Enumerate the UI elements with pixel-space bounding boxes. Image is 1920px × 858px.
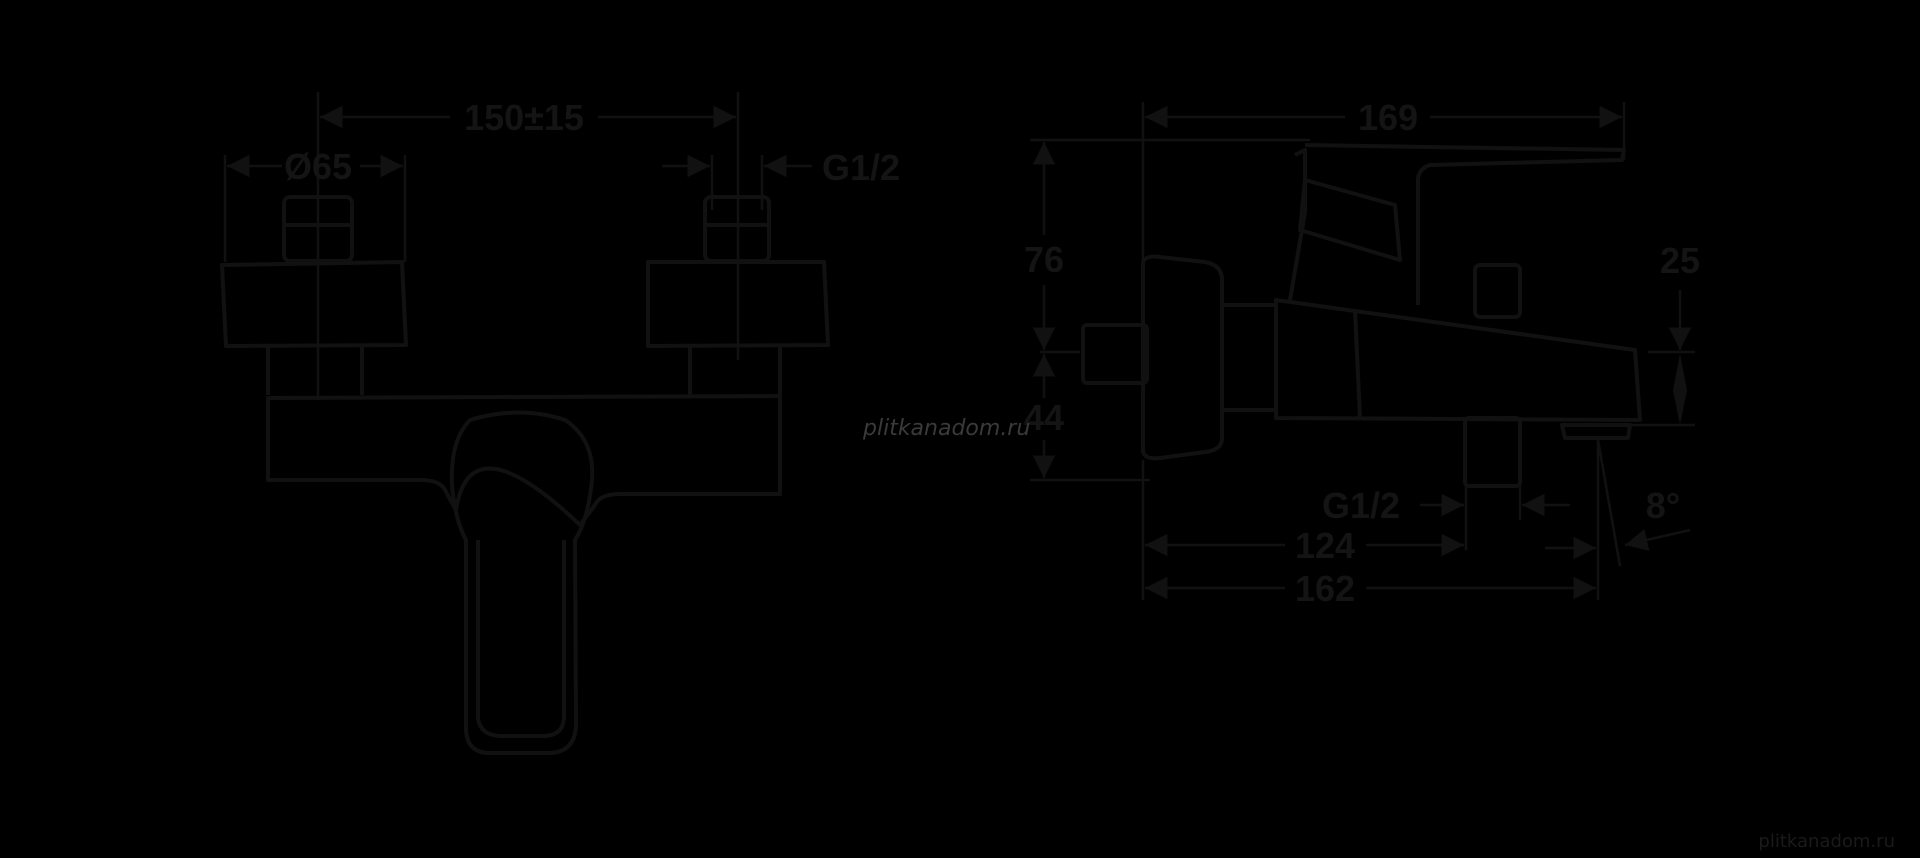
side-body-neck	[1222, 303, 1278, 412]
side-lever-joint	[1298, 178, 1402, 262]
lever-handle	[449, 410, 595, 755]
dim-diameter-label: Ø65	[284, 146, 352, 187]
diverter-knob	[1473, 263, 1522, 319]
watermark-corner: plitkanadom.ru	[1758, 831, 1895, 852]
dim-thread-label-side: G1/2	[1322, 485, 1400, 526]
dim-124-label: 124	[1295, 525, 1355, 566]
lever-handle-inner	[476, 540, 566, 738]
side-cartridge	[1288, 148, 1307, 301]
dim-line-angle-right	[1624, 528, 1691, 551]
dim-angle-label: 8°	[1646, 485, 1680, 526]
side-body-spout	[1274, 298, 1642, 422]
right-escutcheon	[646, 260, 830, 348]
side-escutcheon	[1141, 254, 1224, 461]
outlet-stub	[1463, 416, 1522, 488]
angle-line	[1596, 439, 1622, 567]
dim-169-label: 169	[1358, 97, 1418, 138]
aerator	[1560, 423, 1632, 440]
dim-162-label: 162	[1295, 568, 1355, 609]
side-lever	[1304, 143, 1626, 305]
dim-44-label: 44	[1024, 397, 1064, 438]
dim-spacing-label: 150±15	[464, 97, 584, 138]
watermark-center: plitkanadom.ru	[862, 416, 1030, 441]
mixer-body	[266, 394, 782, 527]
side-view: 169 76 44 25	[1024, 97, 1700, 609]
dim-25-label: 25	[1660, 240, 1700, 281]
left-escutcheon	[220, 260, 408, 348]
front-view: 150±15 Ø65 G1/2	[220, 92, 900, 755]
dim-76-label: 76	[1024, 239, 1064, 280]
dim-thread-label-front: G1/2	[822, 147, 900, 188]
left-neck	[266, 346, 364, 395]
wall-connector	[1081, 323, 1149, 385]
dim-25-arrow	[1673, 354, 1687, 425]
left-inlet-stub	[282, 195, 354, 263]
right-neck	[688, 346, 782, 395]
